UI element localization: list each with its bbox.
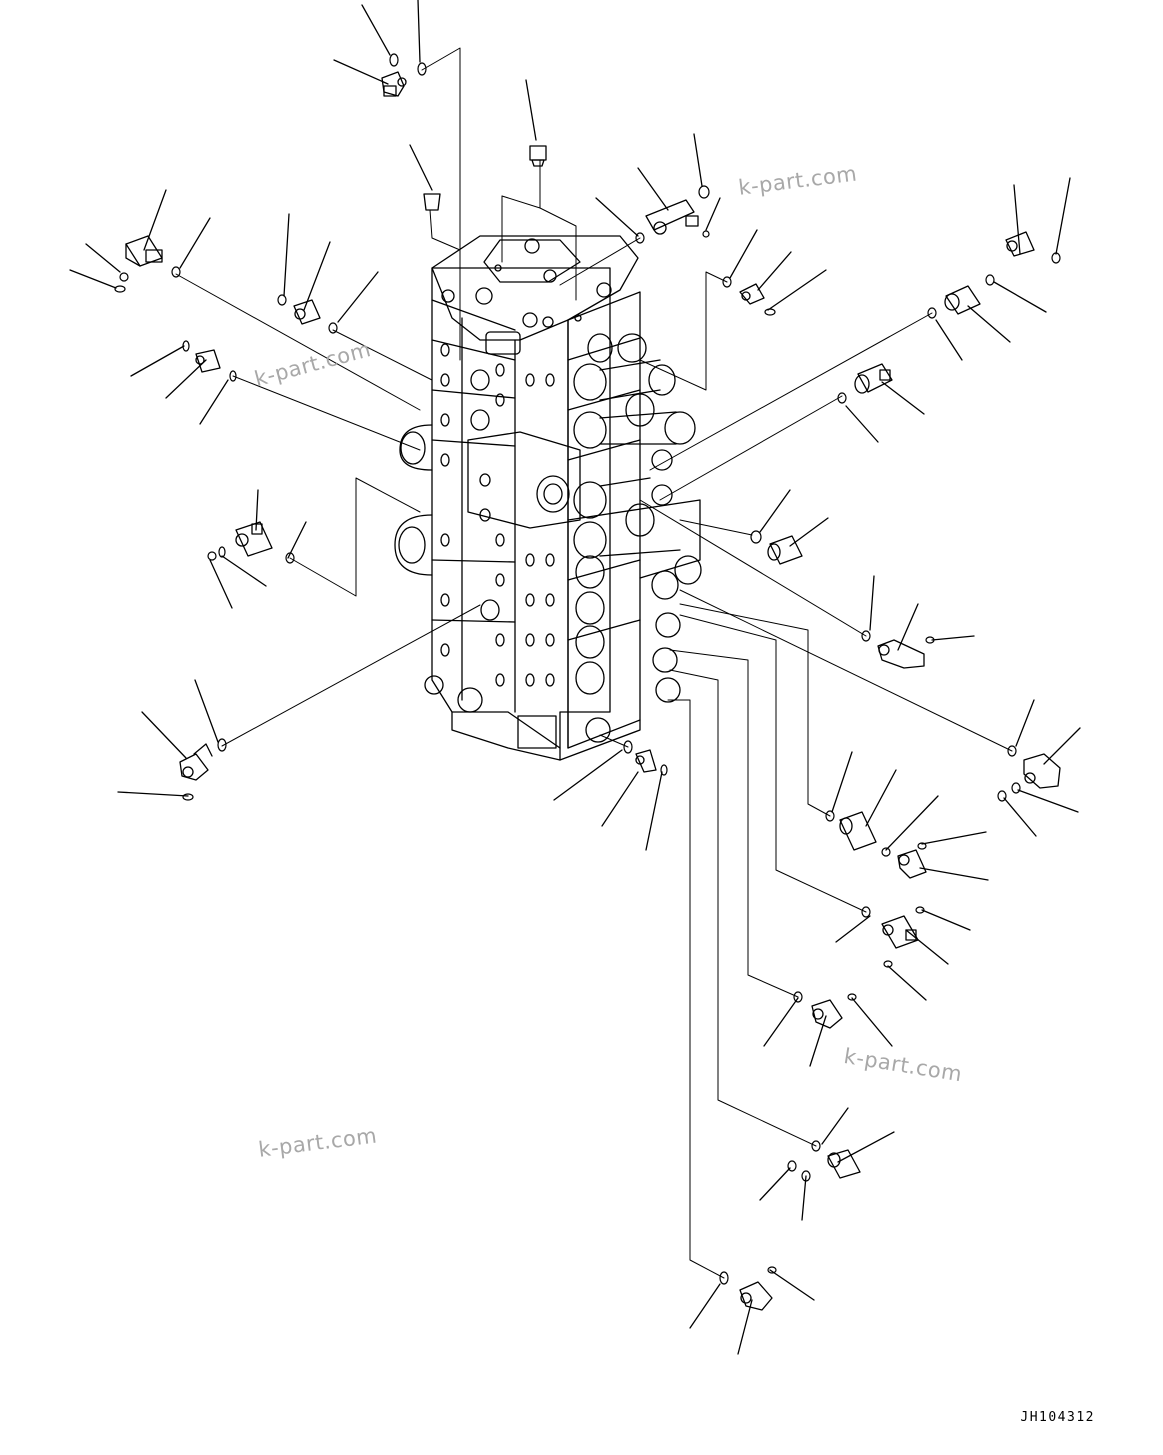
elbow-fitting: [897, 849, 927, 879]
check-valve: [839, 811, 877, 851]
fitting: [1005, 231, 1035, 257]
fitting: [293, 299, 321, 325]
elbow-fitting: [179, 743, 213, 781]
callout-ticks: [69, 0, 1081, 1355]
connector: [944, 285, 981, 315]
fitting: [739, 283, 765, 305]
tee-fitting: [1023, 753, 1061, 789]
fitting: [635, 749, 657, 773]
fittings: [125, 71, 1061, 1311]
solenoid-left: [125, 235, 163, 267]
sensor: [854, 363, 893, 394]
spool-caps: [573, 333, 702, 743]
cap: [423, 193, 441, 211]
elbow-fitting: [811, 999, 843, 1029]
o-rings: [114, 53, 1061, 1285]
fitting: [195, 349, 221, 373]
solenoid: [645, 199, 699, 235]
drawing-number: JH104312: [1020, 1410, 1095, 1425]
left-face-ports: [440, 343, 555, 713]
elbow-fitting: [877, 639, 925, 669]
plug: [529, 145, 547, 167]
control-valve-body: [394, 235, 702, 761]
tee-fitting: [235, 521, 273, 557]
tee-fitting: [881, 915, 919, 949]
elbow-fitting: [381, 71, 407, 97]
pressure-switch: [767, 535, 803, 565]
leader-lines: [175, 47, 1013, 1279]
elbow-fitting: [739, 1281, 773, 1311]
fitting: [827, 1149, 861, 1179]
